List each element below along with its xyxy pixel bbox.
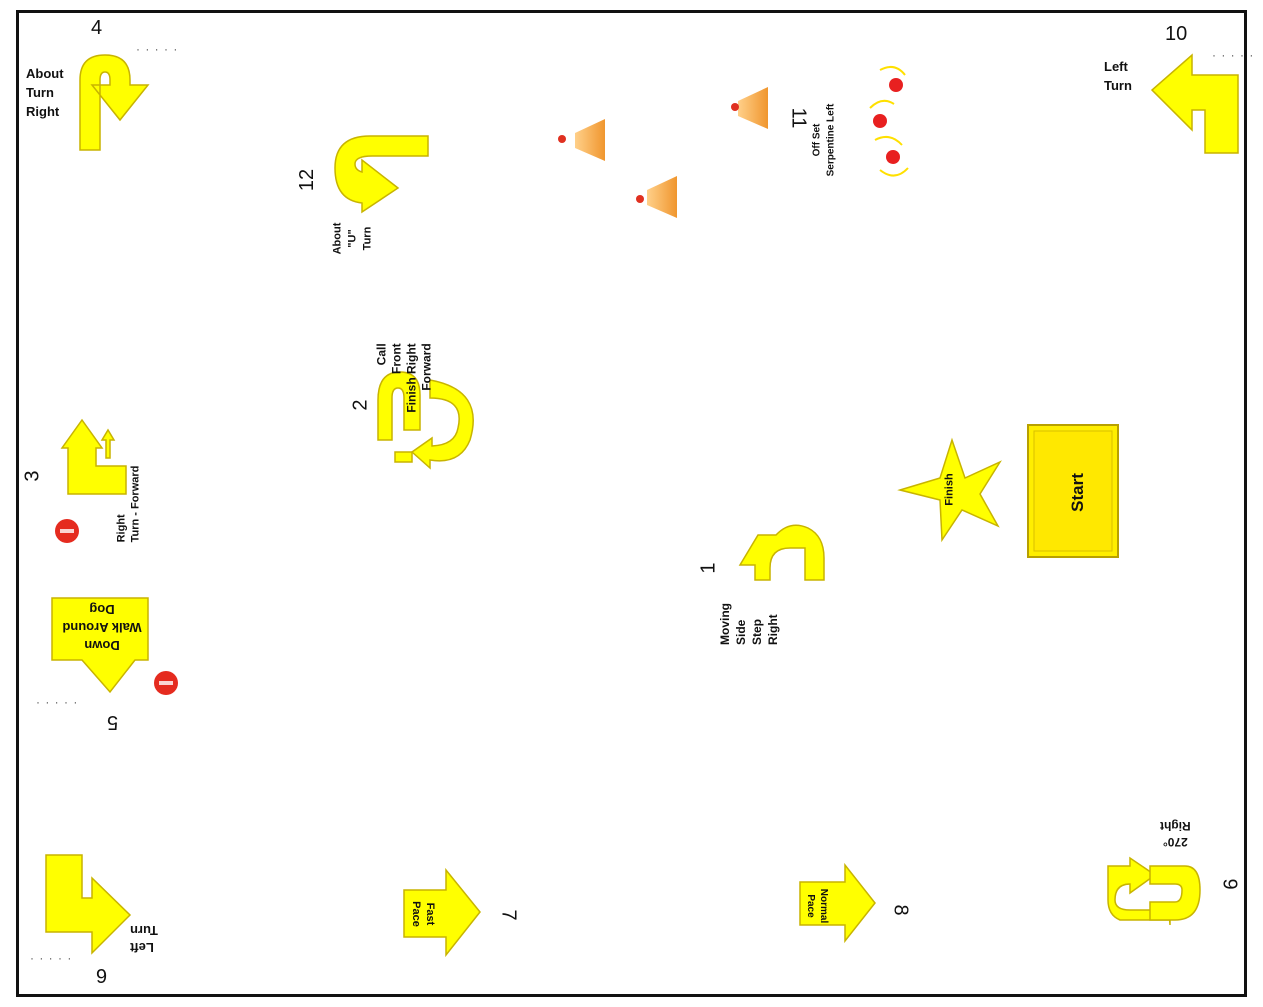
station-number-3: 3 bbox=[23, 470, 43, 481]
cone-icon bbox=[558, 119, 605, 161]
label-down-walk-around-dog: Down Walk Around Dog bbox=[58, 600, 146, 654]
moving-side-step-right-icon bbox=[740, 525, 824, 580]
station-number-8: 8 bbox=[891, 904, 911, 915]
cone-icon bbox=[731, 87, 768, 129]
label-finish: Finish bbox=[945, 473, 956, 505]
about-u-turn-icon bbox=[335, 136, 428, 212]
label-normal-pace: Normal Pace bbox=[804, 889, 830, 923]
label-left-turn-6: Left Turn bbox=[130, 922, 158, 956]
serpentine-markers-icon bbox=[870, 67, 908, 176]
station-number-9: 9 bbox=[1220, 878, 1240, 889]
station-number-5: 5 bbox=[107, 712, 118, 732]
left-turn-icon-10 bbox=[1152, 55, 1238, 153]
station-number-6: 6 bbox=[96, 965, 107, 985]
label-right-turn-forward: Right Turn - Forward bbox=[114, 466, 142, 543]
label-moving-side-step-right: Moving Side Step Right bbox=[717, 603, 781, 645]
label-start: Start bbox=[1069, 473, 1086, 512]
station-number-7: 7 bbox=[499, 909, 519, 920]
station-number-11: 11 bbox=[788, 108, 808, 129]
cone-icon bbox=[636, 176, 677, 218]
station-number-1: 1 bbox=[699, 562, 719, 573]
label-about-u-turn: About "U" Turn bbox=[330, 223, 375, 255]
label-call-front-finish-right-forward: Call Front Finish Right Forward bbox=[375, 343, 435, 412]
label-fast-pace: Fast Pace bbox=[409, 901, 437, 927]
stop-sign-icon bbox=[154, 671, 178, 695]
station-number-12: 12 bbox=[297, 169, 317, 191]
station-number-4: 4 bbox=[91, 18, 102, 38]
stop-sign-icon bbox=[55, 519, 79, 543]
station-marker: · · · · · bbox=[30, 951, 72, 965]
about-turn-right-icon bbox=[80, 55, 148, 150]
left-turn-icon-6 bbox=[46, 855, 130, 953]
270-right-turn-icon bbox=[1108, 858, 1200, 925]
station-marker: · · · · · bbox=[36, 695, 78, 709]
label-about-turn-right: About Turn Right bbox=[26, 64, 64, 121]
station-number-2: 2 bbox=[351, 399, 371, 410]
label-off-set-serpentine-left: Off Set Serpentine Left bbox=[810, 104, 838, 177]
label-270-right: 270° Right bbox=[1160, 818, 1191, 850]
label-left-turn-10: Left Turn bbox=[1104, 57, 1132, 95]
station-marker: · · · · · bbox=[1212, 48, 1254, 62]
station-marker: · · · · · bbox=[136, 42, 178, 56]
station-number-10: 10 bbox=[1165, 24, 1187, 44]
